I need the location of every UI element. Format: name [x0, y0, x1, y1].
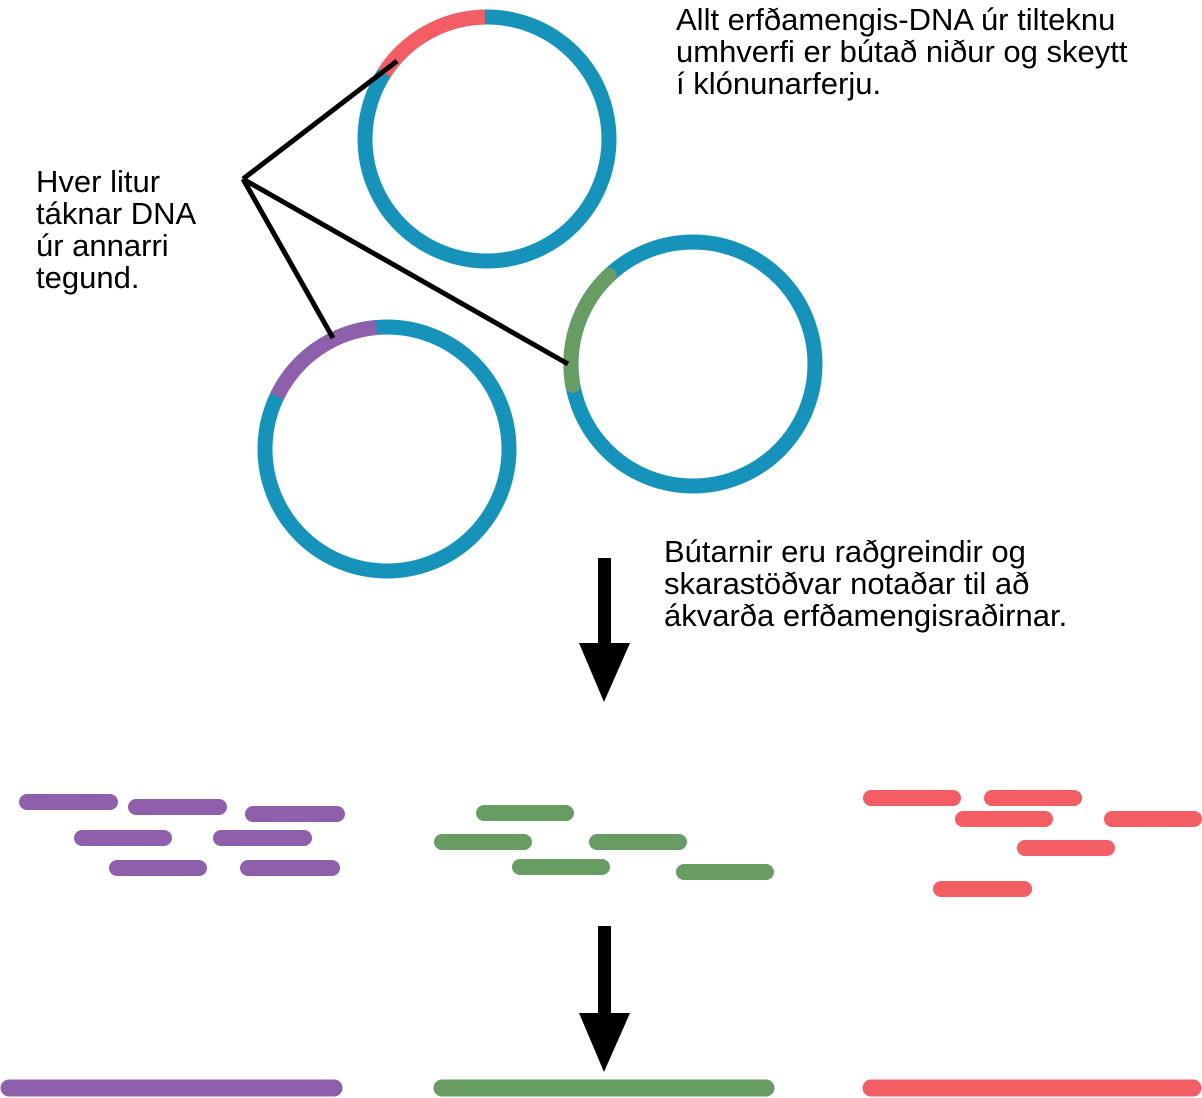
- green-fragments: [434, 805, 774, 880]
- callout-line-green: [241, 176, 570, 367]
- down-arrow-2-head: [579, 1013, 630, 1072]
- plasmid-purple-insert: [270, 320, 378, 400]
- callout-line-purple: [240, 177, 336, 340]
- red-fragments: [863, 790, 1202, 897]
- plasmid-red-insert: [377, 9, 486, 78]
- plasmid-red-backbone: [357, 9, 617, 269]
- plasmid-green: [563, 234, 823, 494]
- down-arrow-2-shaft: [598, 926, 611, 1026]
- down-arrow-1: [579, 558, 630, 702]
- callout-lines: [240, 59, 570, 367]
- purple-fragments: [19, 794, 345, 876]
- down-arrow-1-head: [579, 643, 630, 702]
- plasmid-red: [357, 9, 617, 269]
- down-arrow-1-shaft: [598, 558, 611, 658]
- caption-color-legend: Hver litur táknar DNA úr annarri tegund.: [36, 164, 197, 295]
- caption-fragmentation: Allt erfðamengis-DNA úr tilteknu umhverf…: [676, 2, 1128, 101]
- plasmid-green-insert: [563, 267, 617, 393]
- down-arrow-2: [579, 926, 630, 1072]
- plasmid-purple: [257, 319, 517, 579]
- plasmid-purple-backbone: [257, 319, 517, 579]
- callout-line-red: [241, 59, 399, 181]
- caption-sequencing-assembly: Bútarnir eru raðgreindir og skarastöðvar…: [664, 534, 1068, 633]
